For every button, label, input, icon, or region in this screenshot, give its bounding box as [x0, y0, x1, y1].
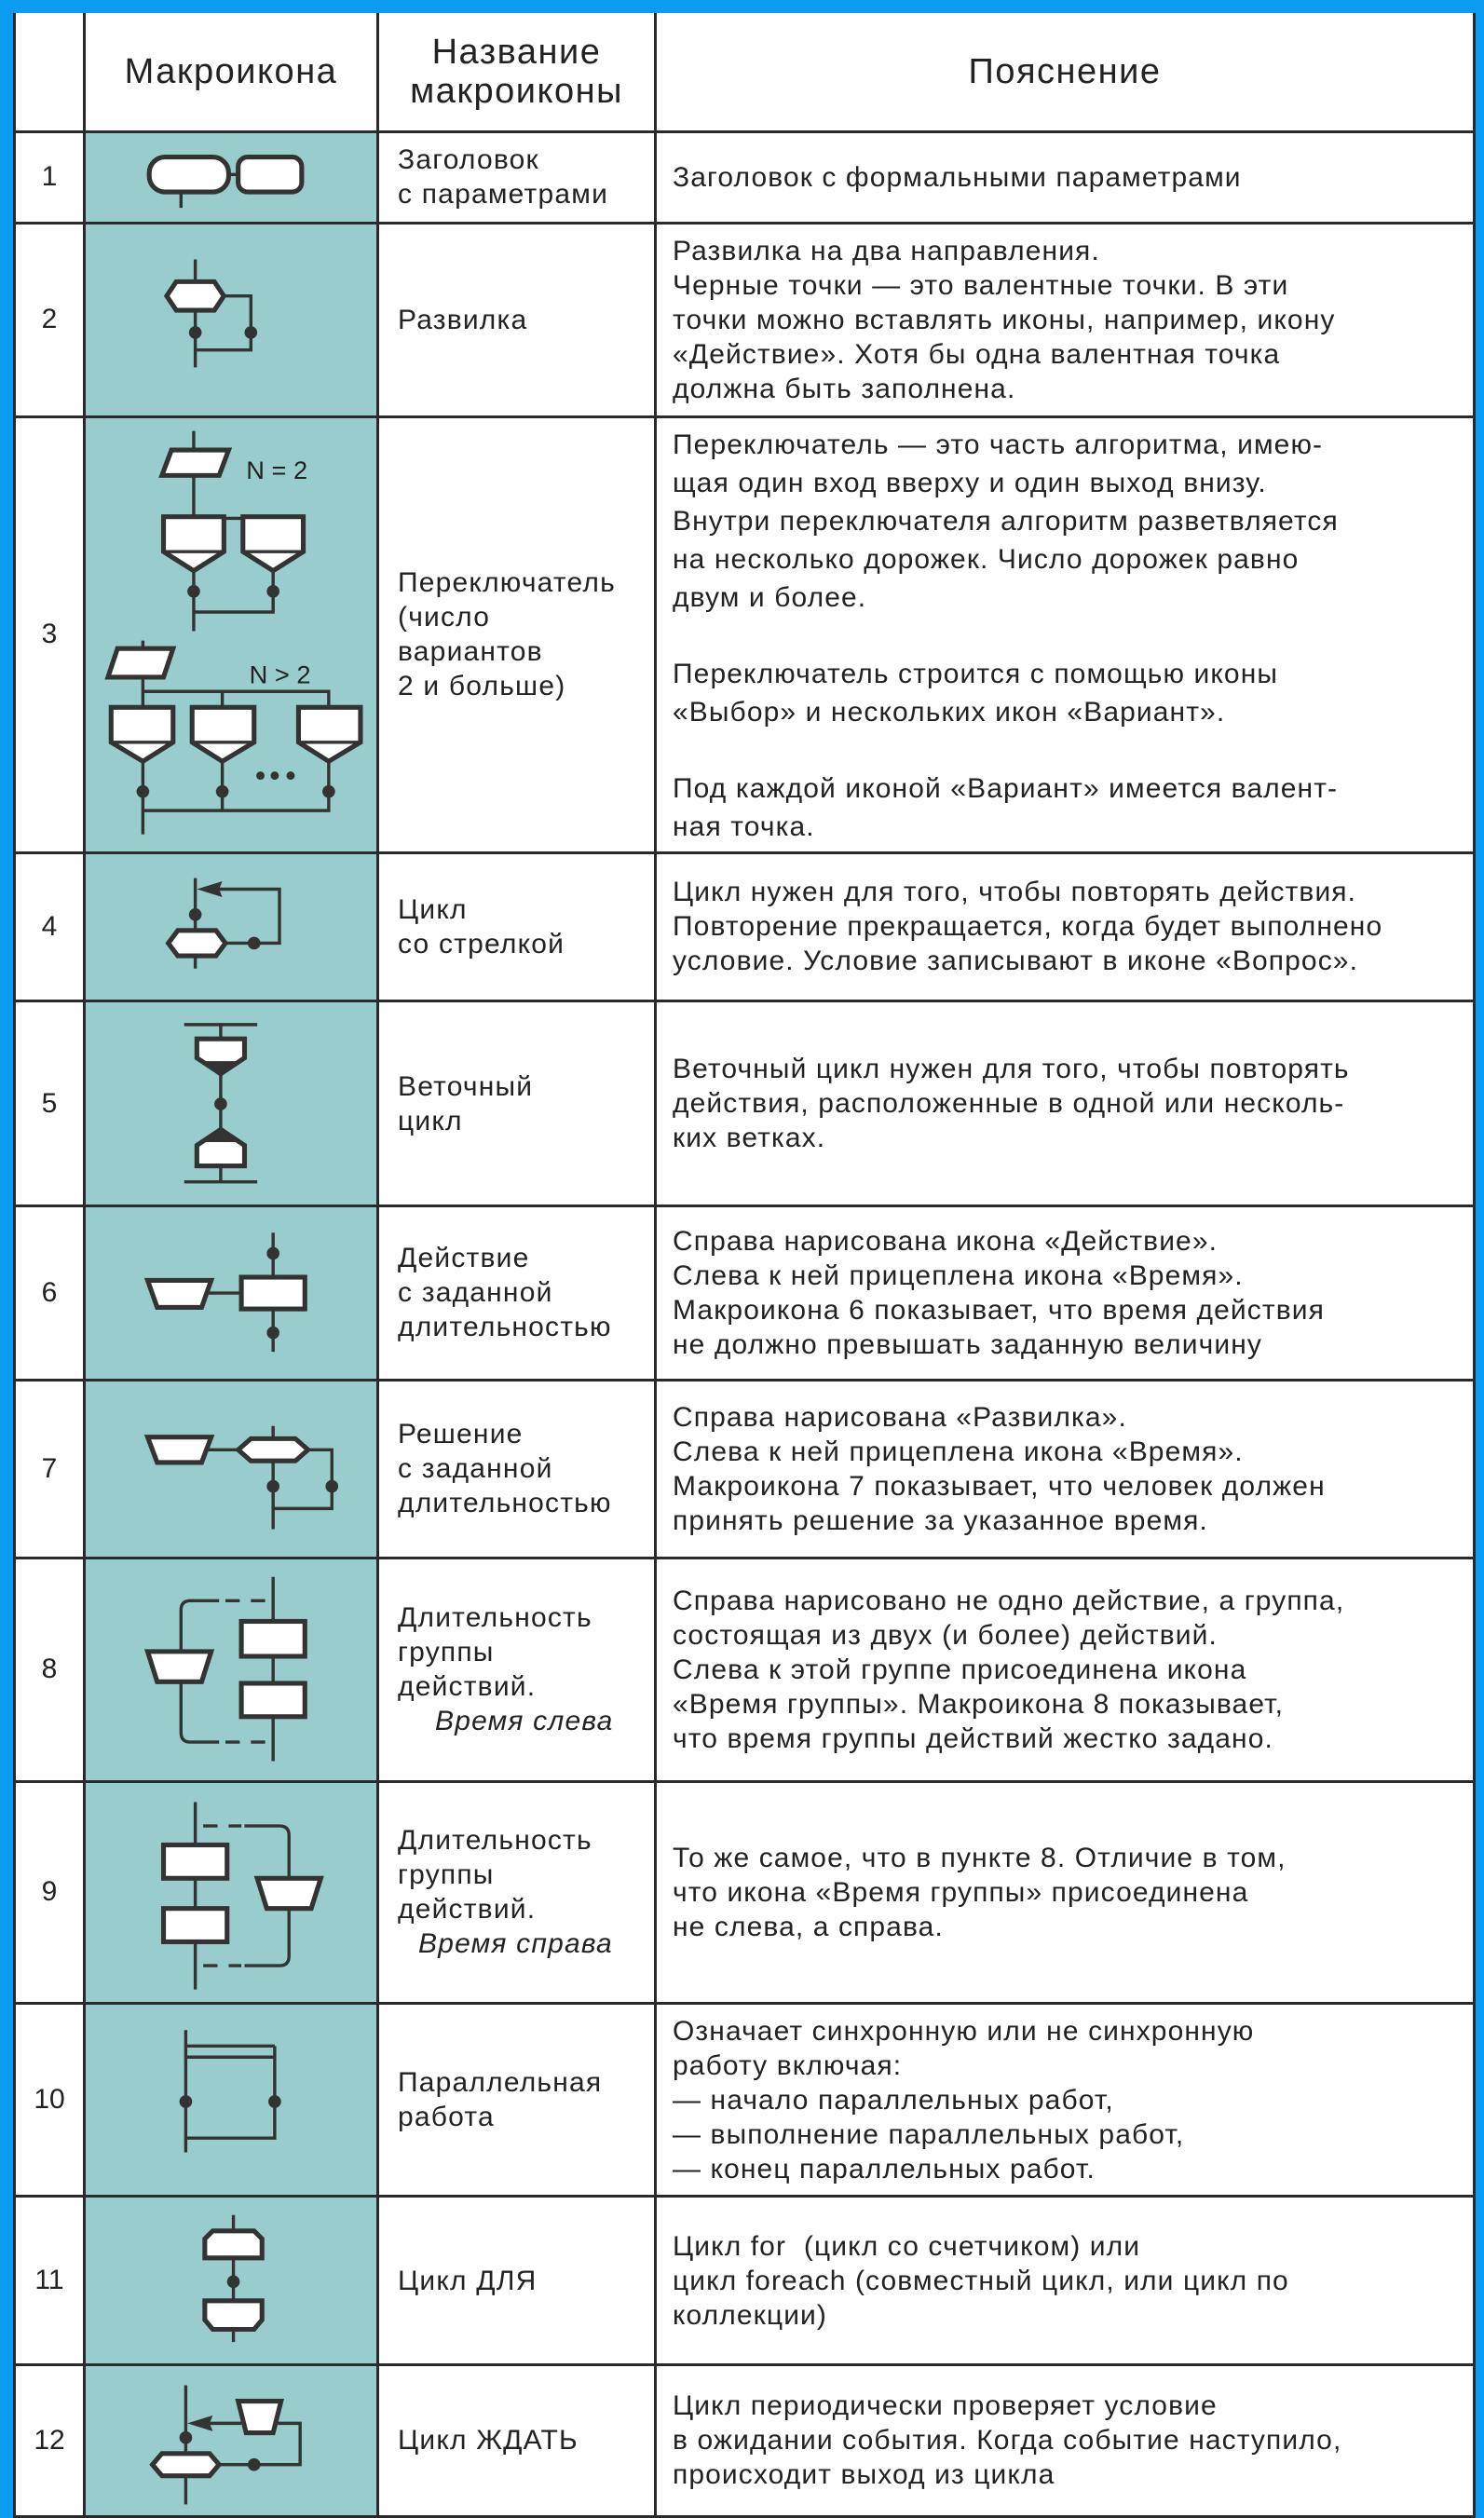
macroicon-name: Параллельная работа	[376, 2001, 657, 2198]
macroicon-cell	[83, 129, 379, 225]
macroicon-name: Длительность группы действий.Время слева	[376, 1556, 657, 1783]
row-number: 9	[13, 1779, 86, 2005]
row-number: 10	[13, 2001, 86, 2198]
table-row: 1 Заголовок с параметрами Заголовок с фо…	[13, 129, 1476, 225]
macroicon-name: Решение с заданной длительностью	[376, 1379, 657, 1559]
table-row: 2 Развилка Развилка на два направления. …	[13, 221, 1476, 418]
branch-loop-icon	[184, 1023, 258, 1184]
macroicon-description: Заголовок с формальными параметрами	[654, 129, 1476, 225]
table-row: 6 Действие с заданной длительностью Спра…	[13, 1204, 1476, 1382]
macroicon-description: Цикл периодически проверяет условие в ож…	[654, 2362, 1476, 2518]
macroicon-description: Означает синхронную или не синхронную ра…	[654, 2001, 1476, 2198]
macroicon-cell	[83, 1779, 379, 2005]
header-with-params-icon	[146, 154, 305, 208]
wait-loop-icon	[149, 2385, 302, 2504]
macroicon-name: Цикл ЖДАТЬ	[376, 2362, 657, 2518]
row-number: 3	[13, 415, 86, 854]
macroicon-name: Действие с заданной длительностью	[376, 1204, 657, 1382]
macroicon-cell	[83, 1204, 379, 1382]
table-row: 12 Цикл ЖДАТЬ Цикл периодически проверяе…	[13, 2362, 1476, 2518]
row-number: 11	[13, 2195, 86, 2366]
macroicon-name: Переключатель (число вариантов 2 и больш…	[376, 415, 657, 854]
group-duration-left-icon	[144, 1576, 307, 1762]
n-greater-2-label: N > 2	[250, 660, 311, 689]
row-number: 6	[13, 1204, 86, 1382]
row-number: 1	[13, 129, 86, 225]
header-num	[13, 13, 86, 133]
macroicons-table: Макроикона Название макроиконы Пояснение…	[13, 13, 1476, 2518]
macroicon-name: Цикл со стрелкой	[376, 851, 657, 1003]
timed-action-icon	[143, 1232, 307, 1353]
macroicon-name: Длительность группы действий.Время справ…	[376, 1779, 657, 2005]
row-number: 7	[13, 1379, 86, 1559]
macroicon-name: Заголовок с параметрами	[376, 129, 657, 225]
macroicon-description: Справа нарисована икона «Действие». Слев…	[654, 1204, 1476, 1382]
macroicon-cell	[83, 851, 379, 1003]
n-equals-2-label: N = 2	[246, 456, 307, 484]
header-name: Название макроиконы	[376, 13, 657, 133]
name-text: Длительность группы действий.	[398, 1602, 592, 1703]
row-number: 2	[13, 221, 86, 418]
fork-icon	[163, 259, 258, 368]
macroicon-cell	[83, 2001, 379, 2198]
header-desc: Пояснение	[654, 13, 1476, 133]
macroicon-cell	[83, 1379, 379, 1559]
parallel-work-icon	[179, 2030, 281, 2153]
macroicon-name: Веточный цикл	[376, 1000, 657, 1207]
macroicon-cell	[83, 2195, 379, 2366]
macroicon-description: Веточный цикл нужен для того, чтобы повт…	[654, 1000, 1476, 1207]
row-number: 12	[13, 2362, 86, 2518]
macroicon-description: То же самое, что в пункте 8. Отличие в т…	[654, 1779, 1476, 2005]
macroicon-name: Развилка	[376, 221, 657, 418]
table-row: 10 Параллельная работа Означает синхронн…	[13, 2001, 1476, 2198]
header-icon: Макроикона	[83, 13, 379, 133]
name-text: Длительность группы действий.	[398, 1825, 592, 1926]
macroicon-description: Цикл for (цикл со счетчиком) или цикл fo…	[654, 2195, 1476, 2366]
macroicon-cell	[83, 221, 379, 418]
table-row: 9 Длительность группы действий.Время спр…	[13, 1779, 1476, 2005]
loop-with-arrow-icon	[165, 878, 281, 969]
macroicon-description: Переключатель — это часть алгоритма, име…	[654, 415, 1476, 854]
table-row: 7 Решение с заданной длительностью Справ…	[13, 1379, 1476, 1559]
timed-decision-icon	[143, 1425, 339, 1530]
name-note: Время слева	[435, 1706, 614, 1737]
table-row: 11 Цикл ДЛЯ Цикл for (цикл со счетчиком)…	[13, 2195, 1476, 2366]
macroicon-description: Справа нарисована «Развилка». Слева к не…	[654, 1379, 1476, 1559]
header-row: Макроикона Название макроиконы Пояснение	[13, 13, 1476, 133]
row-number: 8	[13, 1556, 86, 1783]
row-number: 5	[13, 1000, 86, 1207]
row-number: 4	[13, 851, 86, 1003]
for-loop-icon	[202, 2215, 265, 2343]
table-row: 5 Веточный цикл Веточный цикл нужен для …	[13, 1000, 1476, 1207]
macroicon-cell	[83, 1000, 379, 1207]
macroicon-description: Цикл нужен для того, чтобы повторять дей…	[654, 851, 1476, 1003]
group-duration-right-icon	[160, 1801, 324, 1990]
table-row: 4 Цикл со стрелкой Цикл нужен для того, …	[13, 851, 1476, 1003]
table-row: 3 N = 2 N > 2	[13, 415, 1476, 854]
switch-icon: N = 2 N > 2	[104, 430, 363, 835]
macroicon-name: Цикл ДЛЯ	[376, 2195, 657, 2366]
name-note: Время справа	[418, 1928, 613, 1960]
macroicon-description: Справа нарисовано не одно действие, а гр…	[654, 1556, 1476, 1783]
macroicon-cell	[83, 2362, 379, 2518]
macroicon-cell: N = 2 N > 2	[83, 415, 379, 854]
macroicon-cell	[83, 1556, 379, 1783]
table-row: 8 Длительность группы действий.Время сле…	[13, 1556, 1476, 1783]
macroicon-description: Развилка на два направления. Черные точк…	[654, 221, 1476, 418]
